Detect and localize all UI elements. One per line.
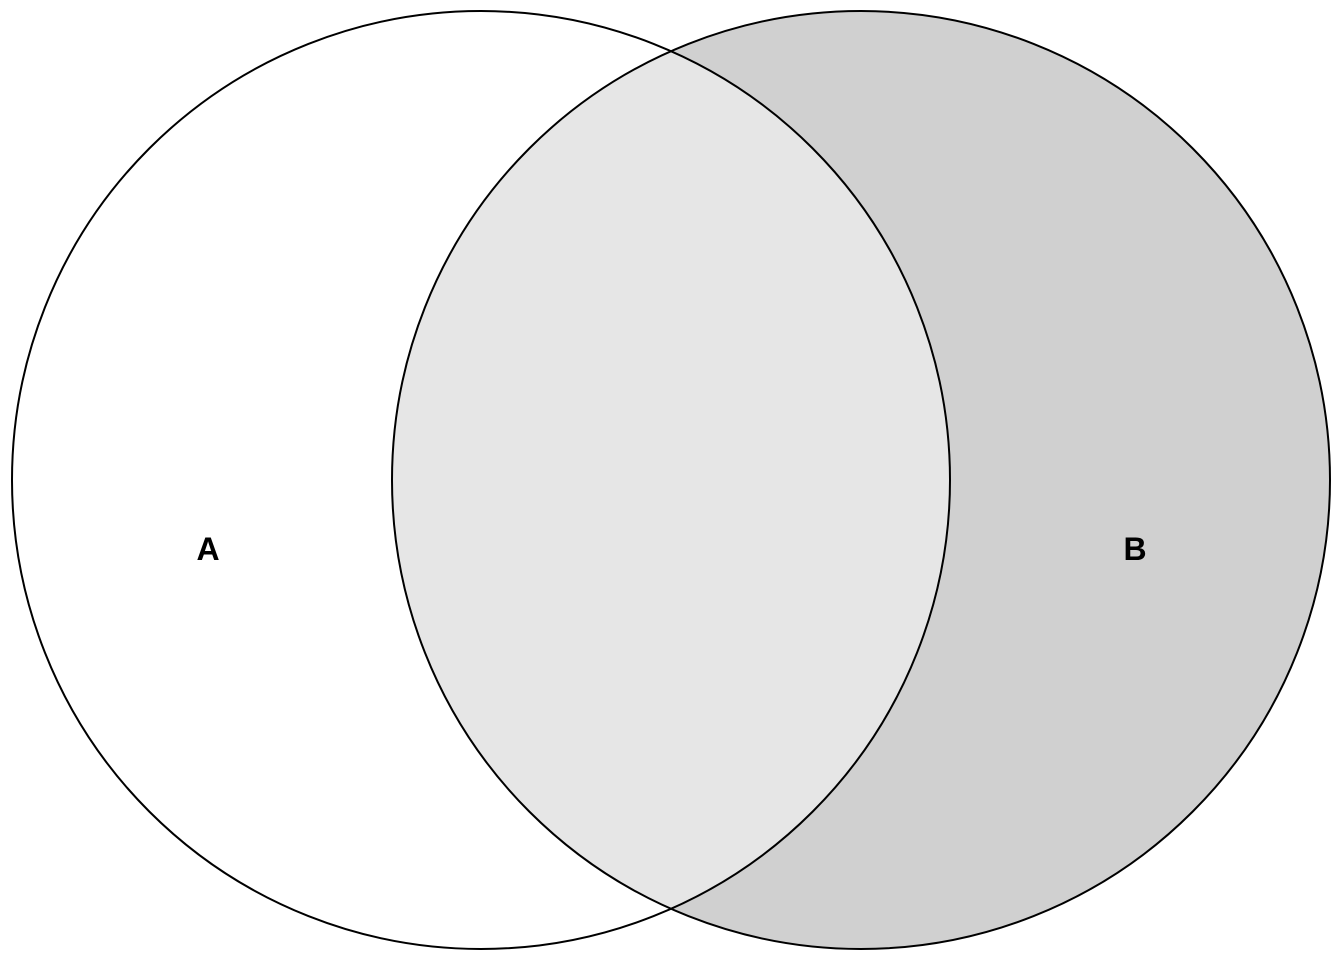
intersection-region <box>392 11 950 949</box>
set-b-label: B <box>1123 531 1146 567</box>
set-b-outline <box>391 10 1331 950</box>
set-a-outline <box>11 10 951 950</box>
set-a-label: A <box>196 531 219 567</box>
